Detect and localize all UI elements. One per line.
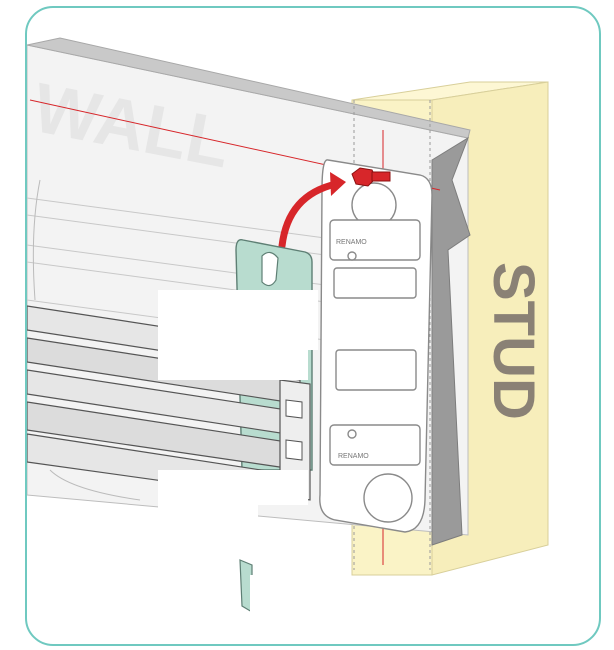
- curved-arrow-icon: [278, 172, 346, 250]
- rounded-frame: [25, 6, 601, 646]
- wall-curve: [32, 179, 141, 501]
- mounting-bracket: RENAMO RENAMO: [319, 159, 433, 533]
- bracket-brand-top: RENAMO: [336, 239, 367, 246]
- hex-screw-icon: [351, 167, 391, 187]
- masked-areas: [158, 290, 350, 644]
- stud-label: STUD: [481, 262, 546, 420]
- bracket-brand-bottom: RENAMO: [338, 453, 369, 460]
